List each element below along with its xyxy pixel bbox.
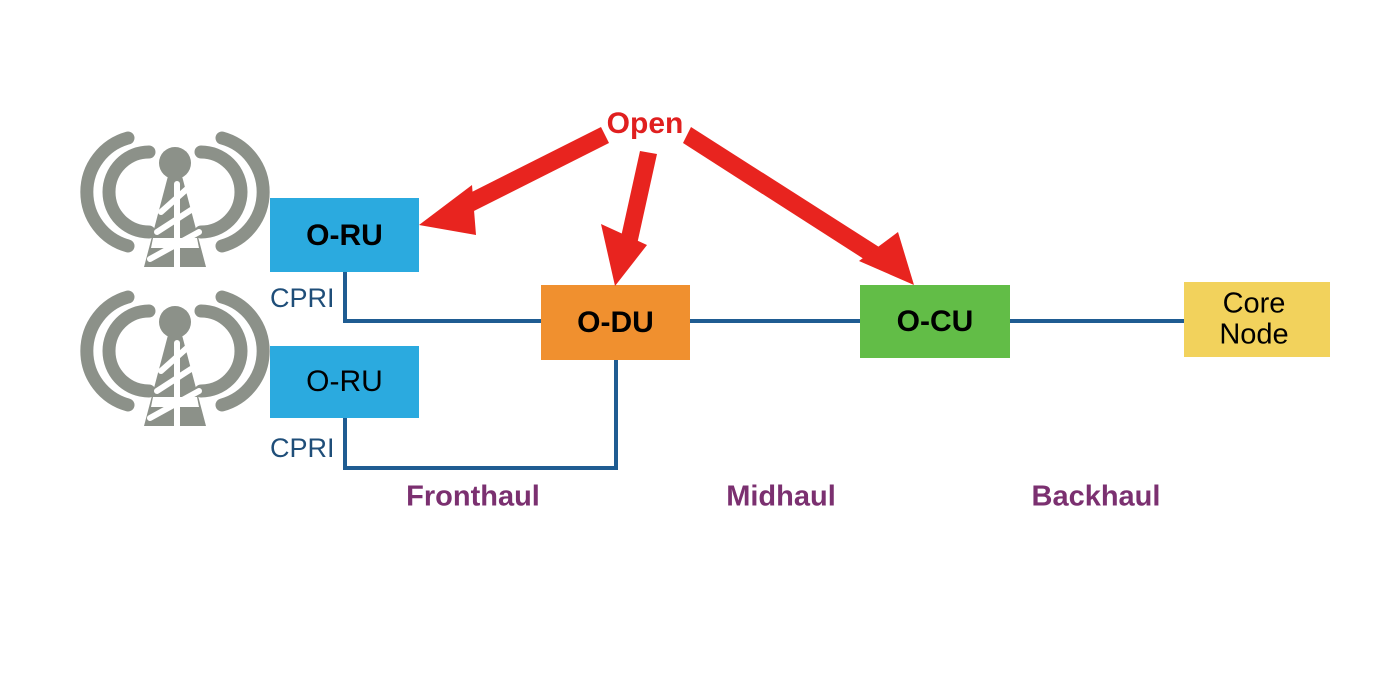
open-arrow-to-ocu xyxy=(683,127,914,285)
node-odu[interactable]: O-DU xyxy=(541,285,690,360)
link-labels: CPRI CPRI xyxy=(270,283,335,463)
node-core[interactable]: Core Node xyxy=(1184,282,1330,357)
link-oru-bottom-to-odu xyxy=(343,360,618,470)
connection-lines xyxy=(343,272,1184,470)
link-oru-top-to-odu xyxy=(343,272,541,323)
link-label-cpri-top: CPRI xyxy=(270,283,335,313)
node-ocu[interactable]: O-CU xyxy=(860,285,1010,358)
node-label-oru-bottom: O-RU xyxy=(306,365,383,398)
segment-label-fronthaul: Fronthaul xyxy=(406,481,540,513)
tower-icon-group xyxy=(80,131,270,430)
open-annotation-label: Open xyxy=(607,107,684,140)
link-label-cpri-bottom: CPRI xyxy=(270,433,335,463)
node-label-odu: O-DU xyxy=(577,306,654,339)
node-oru-bottom[interactable]: O-RU xyxy=(270,346,419,418)
node-oru-top[interactable]: O-RU xyxy=(270,198,419,272)
node-boxes: O-RU O-RU O-DU O-CU Core Node xyxy=(270,198,1330,418)
open-arrow-to-odu xyxy=(601,151,657,286)
node-label-oru-top: O-RU xyxy=(306,219,383,252)
cell-tower-icon xyxy=(80,290,270,430)
open-arrows xyxy=(419,127,914,286)
segment-labels: Fronthaul Midhaul Backhaul xyxy=(406,481,1160,513)
cell-tower-icon xyxy=(80,131,270,271)
segment-label-backhaul: Backhaul xyxy=(1032,481,1161,513)
segment-label-midhaul: Midhaul xyxy=(726,481,836,513)
node-label-ocu: O-CU xyxy=(897,305,974,338)
node-label-core-line2: Node xyxy=(1219,319,1288,351)
open-arrow-to-oru xyxy=(419,127,609,235)
node-label-core-line1: Core xyxy=(1223,288,1286,320)
